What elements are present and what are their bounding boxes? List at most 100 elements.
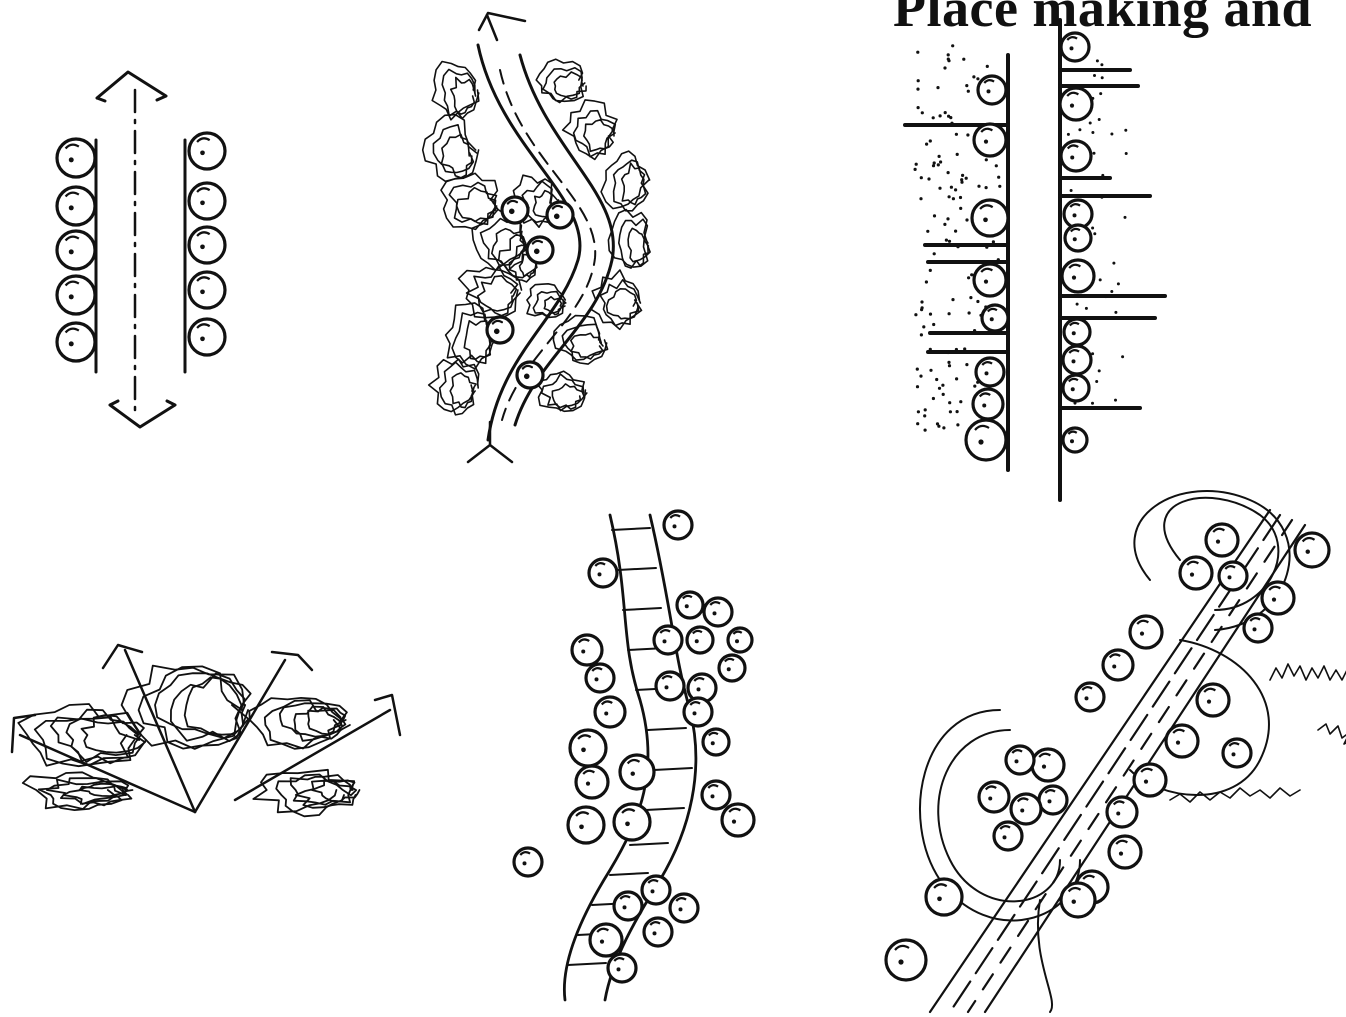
stipple-dot (969, 296, 972, 299)
stipple-dot (955, 348, 958, 351)
slat-line (568, 963, 606, 965)
promenade-tree-icon (1109, 836, 1141, 868)
promenade-tree-icon (979, 782, 1009, 812)
stipple-dot (927, 177, 930, 180)
boardwalk-tree-icon (728, 628, 752, 652)
stipple-dot (998, 185, 1001, 188)
stipple-dot (1100, 196, 1103, 199)
stipple-dot (992, 240, 995, 243)
frontage-tree-icon (982, 305, 1008, 331)
stipple-dot (950, 122, 953, 125)
stipple-dot (948, 240, 951, 243)
stipple-dot (933, 161, 936, 164)
stipple-dot (977, 185, 980, 188)
boardwalk-tree-icon (703, 729, 729, 755)
frontage-stipple (914, 44, 1128, 432)
stipple-dot (932, 164, 935, 167)
stipple-dot (919, 197, 922, 200)
stipple-dot (955, 377, 958, 380)
stipple-dot (1085, 307, 1088, 310)
slat-line (648, 728, 686, 730)
stipple-dot (959, 196, 962, 199)
frontage-tree-icon (1061, 141, 1091, 171)
stipple-dot (933, 214, 936, 217)
stipple-dot (965, 218, 968, 221)
stipple-dot (926, 230, 929, 233)
promenade-tree-icon (1244, 614, 1272, 642)
stipple-dot (954, 188, 957, 191)
frontage-tree-icon (966, 420, 1006, 460)
avenue-tree-left-icon (57, 187, 95, 225)
stipple-dot (916, 385, 919, 388)
stipple-dot (1091, 402, 1094, 405)
stipple-dot (948, 195, 951, 198)
stipple-dot (973, 385, 976, 388)
avenue-tree-left-icon (57, 231, 95, 269)
boardwalk-tree-icon (576, 766, 608, 798)
stipple-dot (917, 106, 920, 109)
stipple-dot (976, 300, 979, 303)
boardwalk-tree-icon (589, 559, 617, 587)
stipple-dot (955, 133, 958, 136)
stipple-dot (1100, 63, 1103, 66)
stipple-dot (1114, 399, 1117, 402)
stipple-dot (932, 323, 935, 326)
stipple-dot (1078, 128, 1081, 131)
stipple-dot (932, 397, 935, 400)
street-frontage-sketch (905, 20, 1165, 500)
straight-avenue-sketch (57, 72, 225, 427)
boardwalk-tree-icon (620, 755, 654, 789)
stipple-dot (1101, 174, 1104, 177)
boardwalk-tree-icon (614, 804, 650, 840)
stipple-dot (943, 66, 946, 69)
stipple-dot (963, 347, 966, 350)
stipple-dot (965, 363, 968, 366)
frontage-tree-icon (1063, 428, 1087, 452)
stipple-dot (916, 422, 919, 425)
boardwalk-tree-icon (572, 635, 602, 665)
promenade-tree-icon (1039, 786, 1067, 814)
promenade-tree-icon (1197, 684, 1229, 716)
stipple-dot (919, 375, 922, 378)
shrub-scribble (441, 173, 498, 229)
stipple-dot (921, 111, 924, 114)
planting-ring (1038, 900, 1052, 1012)
stipple-dot (959, 207, 962, 210)
stipple-dot (1124, 216, 1127, 219)
winding-woodland-path-sketch (423, 13, 650, 462)
promenade-tree-icon (1107, 797, 1137, 827)
stipple-dot (1112, 262, 1115, 265)
frontage-tree-icon (1063, 375, 1089, 401)
stipple-dot (929, 139, 932, 142)
boardwalk-tree-icon (514, 848, 542, 876)
avenue-tree-right-icon (189, 272, 225, 308)
slat-line (654, 768, 692, 770)
stipple-dot (947, 171, 950, 174)
boardwalk-tree-icon (590, 924, 622, 956)
stipple-dot (986, 65, 989, 68)
stipple-dot (965, 177, 968, 180)
stipple-dot (925, 143, 928, 146)
avenue-tree-left-icon (57, 323, 95, 361)
stipple-dot (976, 77, 979, 80)
stipple-dot (966, 133, 969, 136)
stipple-dot (1117, 282, 1120, 285)
stipple-dot (985, 246, 988, 249)
frontage-tree-icon (978, 76, 1006, 104)
boardwalk-tree-icon (670, 894, 698, 922)
promenade-tree-icon (1076, 683, 1104, 711)
boardwalk-tree-icon (722, 804, 754, 836)
stipple-dot (960, 178, 963, 181)
boardwalk-tree-icon (644, 918, 672, 946)
stipple-dot (937, 163, 940, 166)
stipple-dot (985, 158, 988, 161)
slat-line (618, 568, 656, 570)
stipple-dot (1091, 131, 1094, 134)
stipple-dot (1089, 122, 1092, 125)
shrub-scribble (571, 333, 603, 359)
promenade-tree-icon (926, 879, 962, 915)
promenade-tree-icon (1103, 650, 1133, 680)
stipple-dot (956, 245, 959, 248)
stipple-dot (938, 387, 941, 390)
